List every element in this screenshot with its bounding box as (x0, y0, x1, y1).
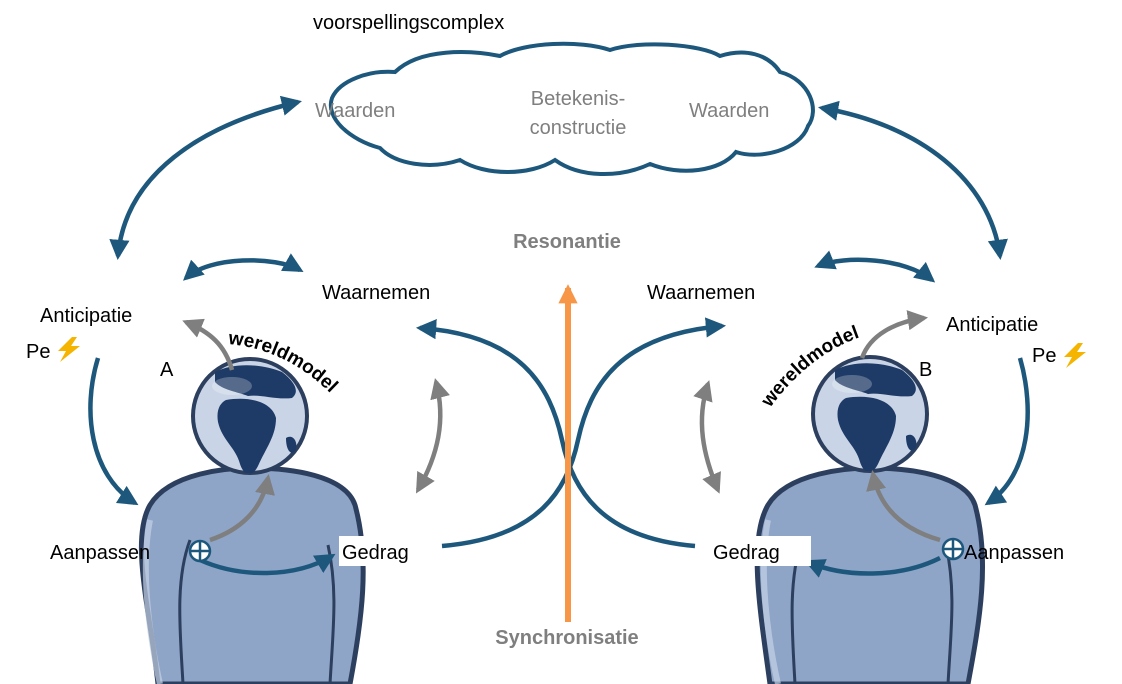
arrow-adapt-to-globe-a (209, 474, 275, 543)
arrow-adapt-behaviour-b (804, 555, 942, 578)
pe-label-a: Pe (26, 341, 50, 363)
lightning-icon-a (58, 337, 80, 362)
adapt-label-a: Aanpassen (50, 542, 150, 564)
arrow-world-model-to-anticipation-a (182, 318, 235, 371)
arrow-world-model-to-anticipation-b (859, 310, 929, 359)
arrow-cloud-to-anticipation-b (818, 100, 1008, 261)
perceive-label-b: Waarnemen (647, 282, 755, 304)
behaviour-label-bg-a (339, 536, 441, 566)
arrow-anticipation-perceive-a (183, 253, 304, 281)
cloud-title: voorspellingscomplex (313, 12, 504, 34)
behaviour-label-b: Gedrag (713, 542, 780, 564)
pe-label-b: Pe (1032, 345, 1056, 367)
arrow-anticipation-adapt-b (984, 357, 1030, 506)
cloud-meaning-line1: Betekenis- (531, 88, 626, 110)
arrow-adapt-to-globe-b (866, 470, 941, 543)
arrow-anticipation-perceive-b (814, 250, 936, 283)
cloud-meaning-line2: constructie (530, 117, 627, 139)
cloud-values-right: Waarden (689, 100, 769, 122)
person-b-figure (754, 465, 986, 684)
behaviour-label-a: Gedrag (342, 542, 409, 564)
arrow-anticipation-adapt-a (88, 357, 139, 506)
anticipation-label-b: Anticipatie (946, 314, 1038, 336)
cloud-values-left: Waarden (315, 100, 395, 122)
behaviour-label-bg-b (709, 536, 811, 566)
person-letter-b: B (919, 359, 932, 381)
arrow-adapt-behaviour-a (199, 553, 336, 576)
arrow-perceive-behaviour-a (415, 378, 450, 494)
anticipation-label-a: Anticipatie (40, 305, 132, 327)
adapt-plus-icon-a (188, 539, 212, 563)
person-a-globe (191, 357, 309, 475)
person-a-figure (138, 465, 366, 684)
arrow-behaviour-b-to-perceive-a (415, 319, 696, 549)
arrow-behaviour-a-to-perceive-b (441, 317, 727, 549)
prediction-cloud (328, 41, 815, 177)
synchronisation-label: Synchronisatie (495, 627, 638, 649)
person-b-globe (811, 355, 929, 473)
adapt-plus-icon-b (941, 537, 965, 561)
arrow-perceive-behaviour-b (693, 380, 721, 494)
perceive-label-a: Waarnemen (322, 282, 430, 304)
adapt-label-b: Aanpassen (964, 542, 1064, 564)
person-letter-a: A (160, 359, 174, 381)
arrow-cloud-to-anticipation-a (109, 95, 302, 261)
lightning-icon-b (1064, 343, 1086, 368)
resonance-label: Resonantie (513, 231, 621, 253)
